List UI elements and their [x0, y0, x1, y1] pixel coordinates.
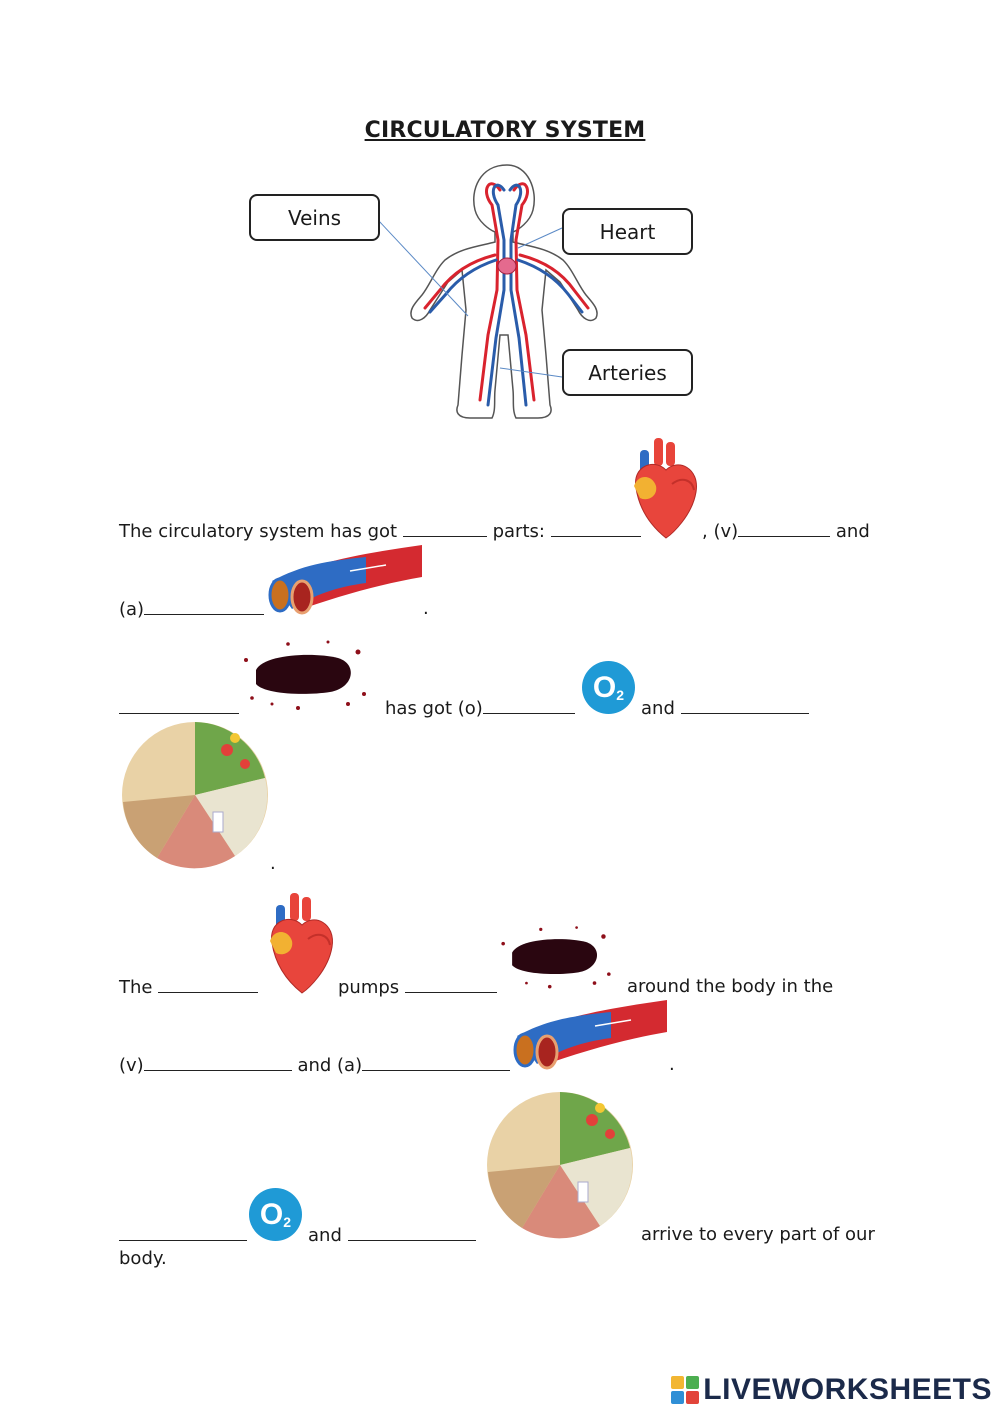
blood-vessel-icon: [268, 545, 422, 615]
food-pie-icon-2: [487, 1092, 633, 1239]
sentence-4-middle: and: [308, 1224, 476, 1247]
s4-text-a: and: [308, 1225, 342, 1246]
sentence-1-line-1-end: , (v) and: [702, 520, 870, 543]
s1-period: .: [423, 598, 429, 619]
blank-nutrients-2[interactable]: [347, 1224, 476, 1241]
blood-vessel-icon-2: [513, 1000, 667, 1070]
label-veins[interactable]: Veins: [249, 194, 380, 241]
sentence-4-line-2: body.: [119, 1248, 167, 1269]
s2-text-a: has got (o): [385, 698, 483, 719]
s2-text-b: and: [641, 698, 675, 719]
food-pie-icon: [122, 722, 268, 869]
sentence-2-end: and: [641, 697, 809, 720]
blank-blood[interactable]: [119, 697, 239, 714]
sentence-4-end: arrive to every part of our: [641, 1224, 875, 1245]
s2-period: .: [270, 853, 276, 874]
s1-text-a: The circulatory system has got: [119, 521, 398, 542]
blank-oxygen[interactable]: [482, 697, 575, 714]
blank-heart-2[interactable]: [158, 976, 259, 993]
sentence-3-line-2: (v) and (a): [119, 1054, 511, 1077]
sentence-2-start: [119, 697, 239, 720]
blank-arteries[interactable]: [144, 598, 265, 615]
label-arteries[interactable]: Arteries: [562, 349, 693, 396]
s1-text-e: (a): [119, 599, 145, 620]
s1-text-c: , (v): [702, 521, 739, 542]
blood-icon-2: [501, 926, 611, 989]
heart-icon-2: [270, 893, 333, 994]
logo-squares-icon: [671, 1376, 700, 1404]
blank-veins[interactable]: [738, 520, 831, 537]
s3-text-a: The: [119, 977, 153, 998]
blank-arteries-2[interactable]: [362, 1054, 511, 1071]
s1-text-b: parts:: [492, 521, 545, 542]
sentence-2-middle: has got (o): [385, 697, 575, 720]
sentence-3-end: around the body in the: [627, 976, 834, 997]
blood-icon: [244, 640, 366, 710]
s3-period: .: [669, 1054, 675, 1075]
s3-text-e: and (a): [297, 1055, 363, 1076]
sentence-1-line-2: (a): [119, 598, 265, 621]
sentence-3-middle: pumps: [338, 976, 497, 999]
sentence-3-start: The: [119, 976, 259, 999]
sentence-1-line-1: The circulatory system has got parts:: [119, 520, 641, 543]
blank-heart[interactable]: [550, 520, 641, 537]
circulatory-body-diagram: [410, 164, 598, 419]
blank-blood-2[interactable]: [404, 976, 497, 993]
s3-text-d: (v): [119, 1055, 144, 1076]
heart-icon: [634, 438, 697, 539]
blank-number-parts[interactable]: [402, 520, 487, 537]
liveworksheets-logo: LIVEWORKSHEETS: [671, 1373, 992, 1407]
blank-oxygen-2[interactable]: [119, 1224, 247, 1241]
s1-text-d: and: [835, 521, 870, 542]
brand-name: LIVEWORKSHEETS: [703, 1373, 992, 1406]
sentence-4-start: [119, 1224, 247, 1247]
label-heart[interactable]: Heart: [562, 208, 693, 255]
page-title: CIRCULATORY SYSTEM: [364, 118, 646, 143]
blank-veins-2[interactable]: [143, 1054, 292, 1071]
s3-text-b: pumps: [338, 977, 400, 998]
label-connectors: [377, 219, 563, 378]
blank-nutrients[interactable]: [680, 697, 809, 714]
